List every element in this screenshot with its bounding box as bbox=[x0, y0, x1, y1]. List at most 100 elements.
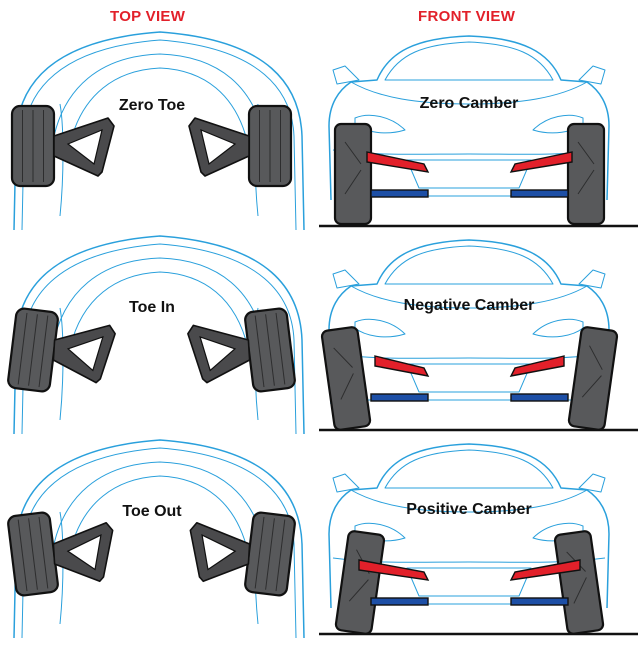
right-headlight bbox=[532, 318, 584, 338]
right-arm-cutout bbox=[199, 336, 237, 372]
left-tire bbox=[320, 326, 372, 431]
right-wheel-top bbox=[247, 104, 293, 188]
left-control-arm bbox=[52, 521, 114, 583]
grille bbox=[406, 159, 532, 189]
car-body-outline bbox=[13, 439, 305, 639]
windshield-outline bbox=[51, 53, 267, 147]
front-view-diagram: Negative Camber bbox=[319, 239, 638, 432]
panel-label: Zero Camber bbox=[420, 95, 519, 112]
left-arm-cutout bbox=[66, 534, 102, 571]
left-mirror bbox=[332, 65, 360, 85]
right-upper-control-arm bbox=[509, 151, 573, 173]
tread-line bbox=[38, 516, 49, 589]
right-lower-control-arm bbox=[510, 393, 569, 402]
right-upper-control-arm bbox=[509, 355, 565, 377]
right-wheel-front bbox=[567, 326, 619, 431]
panel-label: Positive Camber bbox=[406, 501, 531, 518]
left-control-arm bbox=[52, 324, 116, 384]
windshield-outline bbox=[384, 245, 554, 285]
right-mirror bbox=[578, 269, 606, 289]
right-mirror bbox=[578, 473, 606, 493]
grille bbox=[406, 567, 532, 597]
right-tire bbox=[566, 122, 606, 226]
left-headlight bbox=[354, 318, 406, 338]
tire-sidewall-detail bbox=[581, 345, 603, 398]
left-mirror bbox=[332, 473, 360, 493]
top-view-heading: TOP VIEW bbox=[110, 8, 186, 25]
left-upper-control-arm bbox=[366, 151, 430, 173]
tread-line bbox=[28, 518, 38, 590]
panel-label: Toe In bbox=[129, 299, 175, 316]
body-inner-outline bbox=[21, 447, 297, 639]
right-control-arm bbox=[188, 117, 250, 177]
left-mirror bbox=[332, 269, 360, 289]
right-wheel-top bbox=[244, 307, 296, 393]
tread-line bbox=[254, 315, 265, 388]
windshield-outline bbox=[384, 449, 554, 489]
tread-line bbox=[254, 516, 265, 589]
windshield-outline bbox=[384, 41, 554, 81]
tread-line bbox=[275, 312, 286, 385]
hood-line bbox=[350, 285, 588, 309]
tread-line bbox=[275, 519, 286, 592]
top-view-panel-toe-in: Toe In bbox=[0, 230, 319, 435]
left-wheel-top bbox=[7, 511, 59, 597]
panel-label: Negative Camber bbox=[404, 297, 535, 314]
left-upper-control-arm bbox=[374, 355, 430, 377]
left-lower-control-arm bbox=[370, 189, 429, 198]
front-view-panel-zero-camber: Zero Camber bbox=[319, 26, 638, 230]
left-wheel-top bbox=[10, 104, 56, 188]
body-outline bbox=[328, 443, 610, 609]
windshield-outline bbox=[51, 461, 267, 555]
tread-line bbox=[38, 315, 49, 388]
hood-line bbox=[69, 475, 249, 553]
front-view-heading: FRONT VIEW bbox=[418, 8, 516, 25]
right-wheel-front bbox=[566, 122, 606, 226]
right-arm-cutout bbox=[200, 129, 237, 166]
tire-sidewall-detail bbox=[577, 141, 595, 195]
right-control-arm bbox=[189, 521, 251, 583]
left-tire bbox=[334, 530, 386, 635]
left-wheel-front bbox=[333, 122, 373, 226]
body-outline bbox=[328, 35, 610, 201]
front-view-panel-positive-camber: Positive Camber bbox=[319, 434, 638, 638]
left-arm-cutout bbox=[66, 336, 104, 372]
hood-line bbox=[350, 81, 588, 105]
panel-label: Zero Toe bbox=[119, 97, 185, 114]
left-upper-control-arm bbox=[358, 559, 430, 581]
right-tire bbox=[567, 326, 619, 431]
body-outline bbox=[13, 439, 305, 639]
body-outline bbox=[328, 239, 610, 405]
right-wheel-front bbox=[553, 530, 605, 635]
top-view-diagram: Toe Out bbox=[7, 439, 305, 639]
tread-line bbox=[265, 314, 275, 386]
hood-line bbox=[350, 489, 588, 513]
right-lower-control-arm bbox=[510, 597, 569, 606]
tire-sidewall-detail bbox=[333, 347, 354, 400]
left-control-arm bbox=[53, 117, 115, 177]
tread-line bbox=[17, 519, 28, 592]
right-tire bbox=[553, 530, 605, 635]
top-view-panel-zero-toe: Zero Toe bbox=[0, 26, 319, 231]
body-inner-outline bbox=[21, 243, 297, 435]
tread-line bbox=[265, 518, 275, 590]
grille bbox=[406, 363, 532, 393]
front-view-diagram: Zero Camber bbox=[319, 35, 638, 228]
left-arch-line bbox=[59, 511, 64, 625]
left-tire bbox=[333, 122, 373, 226]
right-mirror bbox=[578, 65, 606, 85]
windshield-outline bbox=[51, 257, 267, 351]
right-arm-cutout bbox=[201, 534, 237, 571]
top-view-diagram: Zero Toe bbox=[10, 31, 305, 231]
left-lower-control-arm bbox=[370, 597, 429, 606]
left-wheel-top bbox=[7, 307, 59, 393]
right-wheel-top bbox=[244, 511, 296, 597]
body-inner-outline bbox=[21, 39, 297, 231]
front-view-panel-negative-camber: Negative Camber bbox=[319, 230, 638, 434]
panel-label: Toe Out bbox=[122, 503, 182, 520]
top-view-panel-toe-out: Toe Out bbox=[0, 434, 319, 639]
left-arm-cutout bbox=[66, 129, 103, 166]
tread-line bbox=[17, 312, 28, 385]
top-view-diagram: Toe In bbox=[7, 235, 305, 435]
right-upper-control-arm bbox=[509, 559, 581, 581]
